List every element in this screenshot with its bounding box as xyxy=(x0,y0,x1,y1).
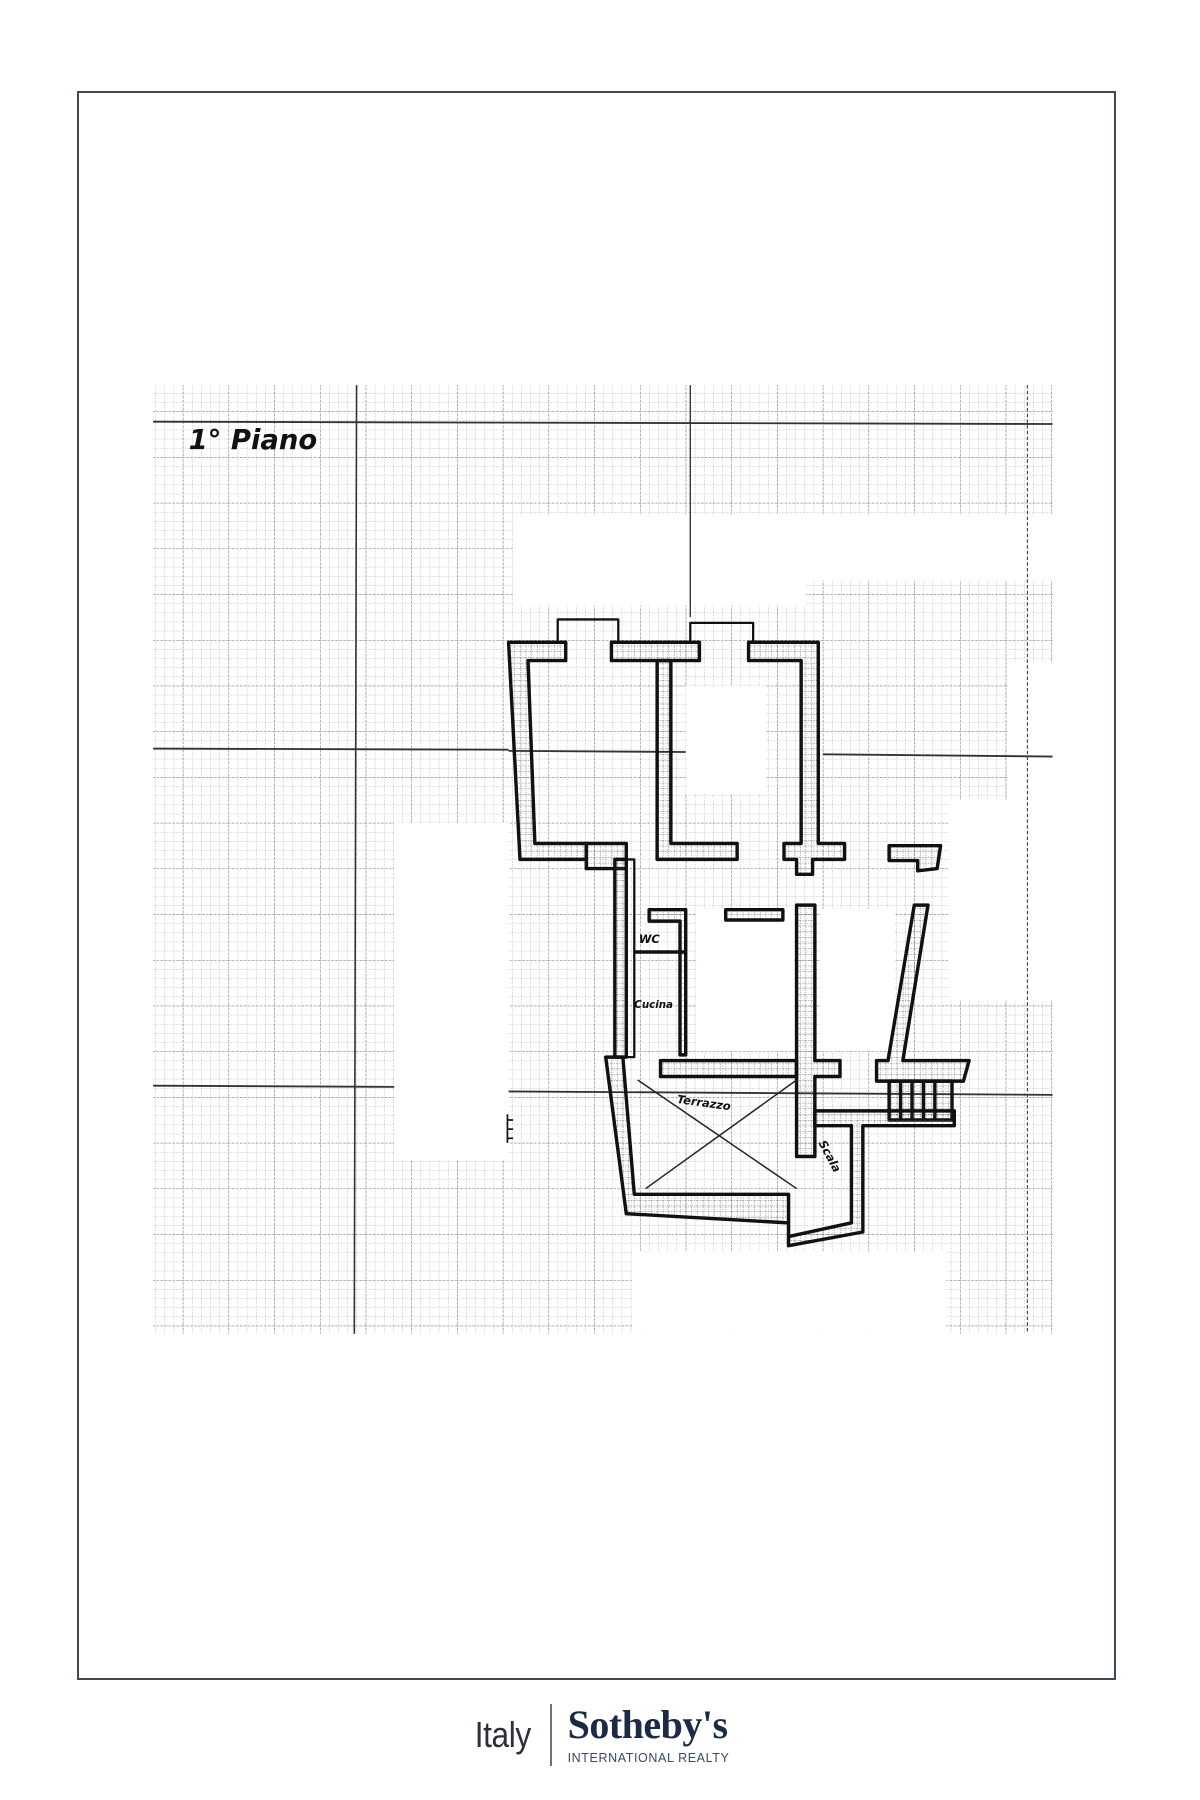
logo-tagline: INTERNATIONAL REALTY xyxy=(567,1751,730,1765)
logo-wordmark: Sotheby's INTERNATIONAL REALTY xyxy=(567,1702,730,1766)
label-kitchen: Cucina xyxy=(634,999,673,1011)
edge-marks xyxy=(506,1114,514,1143)
label-wc: WC xyxy=(639,932,661,946)
terrace-cross xyxy=(637,1079,798,1190)
brand-logo: Italy Sotheby's INTERNATIONAL REALTY xyxy=(0,1700,1200,1770)
logo-region: Italy xyxy=(474,1714,531,1755)
graph-paper xyxy=(153,385,1053,1334)
logo-brand: Sotheby's xyxy=(567,1702,729,1747)
walls xyxy=(506,618,971,1248)
logo-divider xyxy=(550,1704,552,1766)
page-frame xyxy=(77,91,1116,1680)
floor-title: 1° Piano xyxy=(189,425,318,456)
